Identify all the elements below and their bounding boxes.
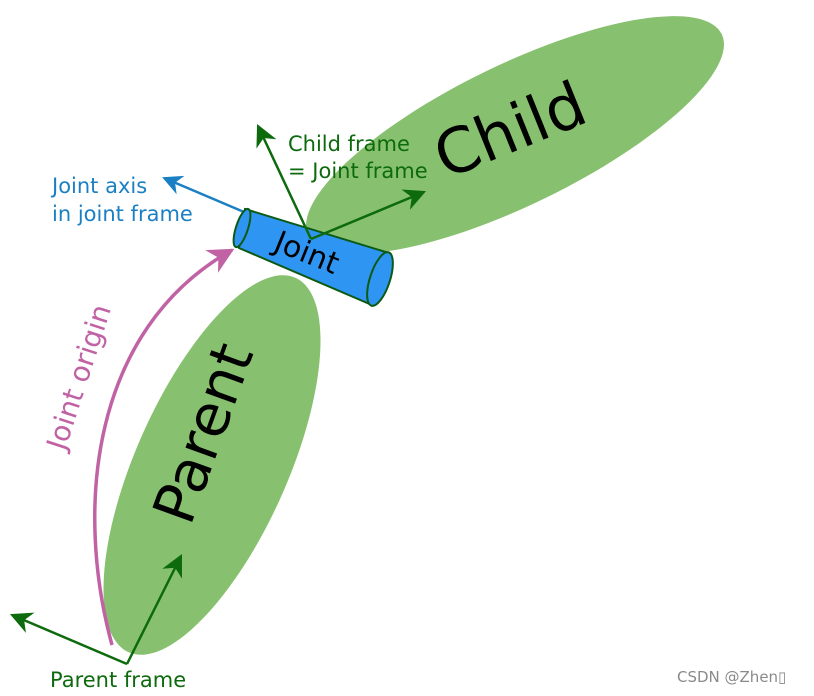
watermark: CSDN @Zhen▯ <box>677 668 787 686</box>
parent-frame-x-arrow <box>9 612 128 666</box>
child-frame-label-line2: = Joint frame <box>288 159 428 183</box>
joint-axis-label-line1: Joint axis <box>50 174 147 198</box>
joint-axis-arrow <box>162 175 245 214</box>
joint-cylinder <box>232 207 394 307</box>
joint-origin-label: Joint origin <box>39 300 118 455</box>
child-frame-y-arrow <box>256 124 313 240</box>
parent-frame-y-arrow <box>125 554 183 665</box>
child-frame-label-line1: Child frame <box>288 132 410 156</box>
joint-axis-label-line2: in joint frame <box>52 202 193 226</box>
child-frame-x-arrow <box>310 189 427 241</box>
parent-frame-label: Parent frame <box>50 668 186 692</box>
joint-origin-arrow <box>93 248 235 646</box>
parent-link-ellipse <box>103 275 321 655</box>
